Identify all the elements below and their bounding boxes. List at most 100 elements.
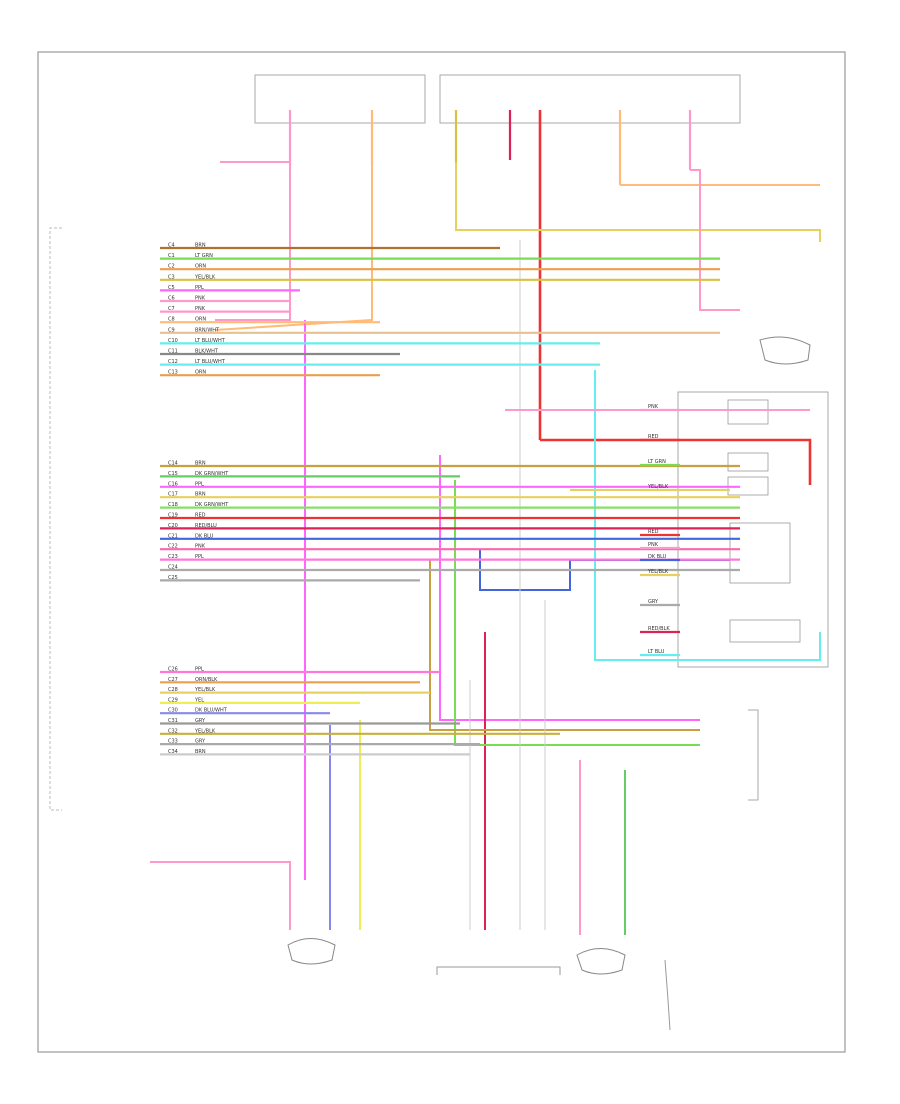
pin-label: C3 xyxy=(168,274,175,280)
wire-color-label: PPL xyxy=(195,554,204,560)
wire-color-label: YEL/BLK xyxy=(194,274,216,280)
wire-color-label: GRY xyxy=(195,739,206,745)
pin-label: C26 xyxy=(168,667,178,673)
route-brown-mid xyxy=(429,560,700,731)
atc-wire-label: DK BLU xyxy=(648,554,667,560)
pin-label: C34 xyxy=(168,749,178,755)
wire-color-label: YEL/BLK xyxy=(194,728,216,734)
pin-label: C18 xyxy=(168,502,178,508)
atc-box-4 xyxy=(729,522,791,584)
route-pink-lower-left xyxy=(150,861,291,930)
wire-color-label: BRN/WHT xyxy=(195,327,220,333)
side-sensor-right xyxy=(759,336,811,365)
pin-label: C10 xyxy=(168,338,178,344)
atc-wire-label: GRY xyxy=(648,599,659,605)
pin-label: C30 xyxy=(168,708,178,714)
route-pink-right xyxy=(690,169,740,311)
atc-wire-label: LT GRN xyxy=(648,459,666,465)
pin-label: C24 xyxy=(168,565,178,571)
pin-label: C4 xyxy=(168,243,175,249)
wire-color-label: ORN xyxy=(195,264,206,270)
wire-color-label: BLK/WHT xyxy=(195,349,219,355)
atc-wire-label: RED xyxy=(648,434,659,440)
pin-label: C33 xyxy=(168,739,178,745)
wire-color-label: ORN xyxy=(195,317,206,323)
route-cyan-loop xyxy=(594,370,821,661)
wire-color-label: BRN xyxy=(195,461,206,467)
wire-color-label: LT GRN xyxy=(195,253,213,259)
wire-color-label: PPL xyxy=(195,481,204,487)
pin-label: C6 xyxy=(168,296,175,302)
atc-wire-label: RED/BLK xyxy=(648,626,670,632)
pin-label: C1 xyxy=(168,253,175,259)
route-green-drop xyxy=(454,480,700,746)
bottom-connector-tail xyxy=(664,959,671,1031)
wire-color-label: PNK xyxy=(195,296,206,302)
wire-color-label: RED xyxy=(195,513,206,519)
dlc-connector-bracket xyxy=(748,709,759,801)
bottom-connector-center xyxy=(436,966,561,975)
wire-color-label: BRN xyxy=(195,749,206,755)
wire-color-label: YEL xyxy=(194,697,204,703)
pin-label: C12 xyxy=(168,359,178,365)
wire-color-label: DK BLU/WHT xyxy=(195,708,228,714)
pin-label: C17 xyxy=(168,492,178,498)
wire-color-label: PNK xyxy=(195,306,206,312)
route-pink-left xyxy=(215,161,291,321)
wire-color-label: LT BLU/WHT xyxy=(195,338,226,344)
atc-wire-label: YEL/BLK xyxy=(647,569,669,575)
wire-color-label: ORN/BLK xyxy=(195,677,218,683)
pin-label: C8 xyxy=(168,317,175,323)
route-magenta-vert xyxy=(439,455,700,721)
atc-wire-label: PNK xyxy=(648,404,659,410)
pin-label: C13 xyxy=(168,370,178,376)
atc-wire-label: RED xyxy=(648,529,659,535)
bottom-sensor-left xyxy=(287,938,336,965)
wire-color-label: BRN xyxy=(195,492,206,498)
atc-wire-label: LT BLU xyxy=(648,649,665,655)
route-red-right xyxy=(540,438,812,485)
wire-color-label: ORN xyxy=(195,370,206,376)
atc-box-5 xyxy=(729,619,801,643)
pin-label: C31 xyxy=(168,718,178,724)
wire-color-label: RED/BLU xyxy=(195,523,217,529)
pin-label: C19 xyxy=(168,513,178,519)
pin-label: C32 xyxy=(168,728,178,734)
wire-color-label: GRY xyxy=(195,718,206,724)
pin-label: C28 xyxy=(168,687,178,693)
pin-label: C16 xyxy=(168,481,178,487)
wire-color-label: PPL xyxy=(195,285,204,291)
pin-label: C22 xyxy=(168,544,178,550)
pin-label: C15 xyxy=(168,471,178,477)
pin-label: C20 xyxy=(168,523,178,529)
wire-color-label: YEL/BLK xyxy=(194,687,216,693)
pin-label: C11 xyxy=(168,349,178,355)
pin-label: C5 xyxy=(168,285,175,291)
pin-label: C29 xyxy=(168,697,178,703)
pin-label: C25 xyxy=(168,575,178,581)
wire-color-label: DK GRN/WHT xyxy=(195,471,229,477)
atc-box-1 xyxy=(727,399,769,425)
pin-label: C14 xyxy=(168,461,178,467)
wire-color-label: PPL xyxy=(195,667,204,673)
wire-color-label: LT BLU/WHT xyxy=(195,359,226,365)
pin-label: C9 xyxy=(168,327,175,333)
wire-color-label: DK BLU xyxy=(195,533,214,539)
route-yellow-mid xyxy=(455,162,821,242)
pin-label: C27 xyxy=(168,677,178,683)
fuse-block-left xyxy=(254,74,426,124)
route-orange-left xyxy=(214,162,373,331)
bottom-sensor-right xyxy=(576,948,626,975)
fuse-block-right xyxy=(439,74,741,124)
atc-wire-label: PNK xyxy=(648,542,659,548)
pin-label: C21 xyxy=(168,533,178,539)
pin-label: C2 xyxy=(168,264,175,270)
atc-box-2 xyxy=(727,452,769,472)
wire-color-label: PNK xyxy=(195,544,206,550)
